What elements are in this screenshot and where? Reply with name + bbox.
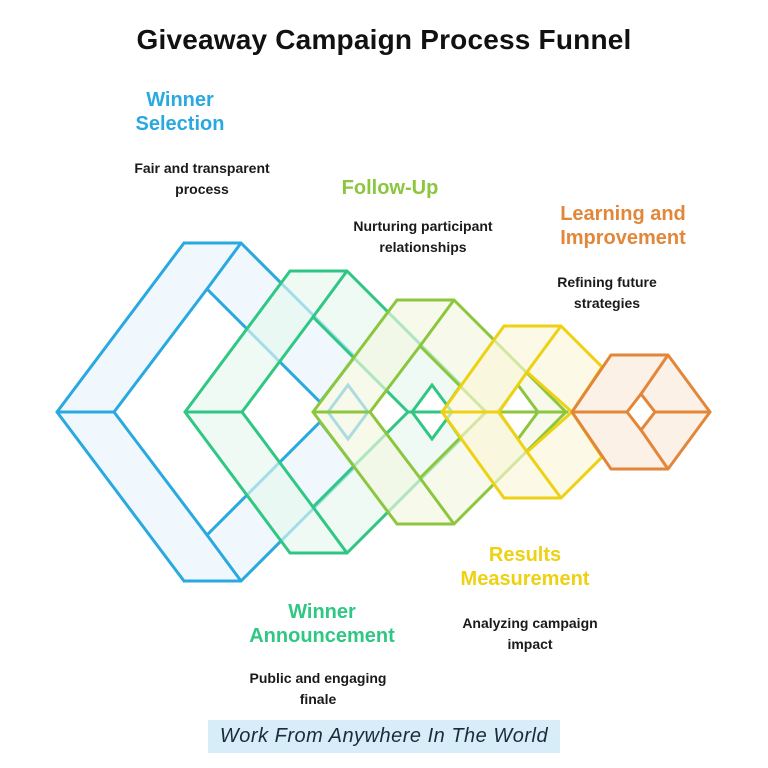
footer-caption-text: Work From Anywhere In The World	[207, 720, 561, 753]
page-title: Giveaway Campaign Process Funnel	[136, 24, 632, 55]
stage-desc-winner-announcement: Public and engaging finale	[249, 670, 387, 707]
funnel-ring-learning-improvement	[570, 353, 712, 471]
stage-desc-learning-improvement: Refining future strategies	[557, 274, 657, 311]
stage-desc-results-measurement: Analyzing campaign impact	[462, 615, 598, 652]
footer-caption: Work From Anywhere In The World	[0, 720, 768, 753]
stage-label-follow-up: Follow-Up	[341, 177, 439, 199]
stage-desc-winner-selection: Fair and transparent process	[134, 160, 270, 197]
stage-label-results-measurement: Results Measurement	[460, 544, 590, 590]
ring-hole-diamond	[625, 391, 657, 433]
stage-label-learning-improvement: Learning and Improvement	[560, 203, 686, 249]
stage-desc-follow-up: Nurturing participant relationships	[353, 218, 493, 255]
funnel-ring-results-measurement	[440, 324, 604, 500]
stage-label-winner-announcement: Winner Announcement	[249, 601, 395, 647]
stage-label-winner-selection: Winner Selection	[135, 89, 225, 135]
